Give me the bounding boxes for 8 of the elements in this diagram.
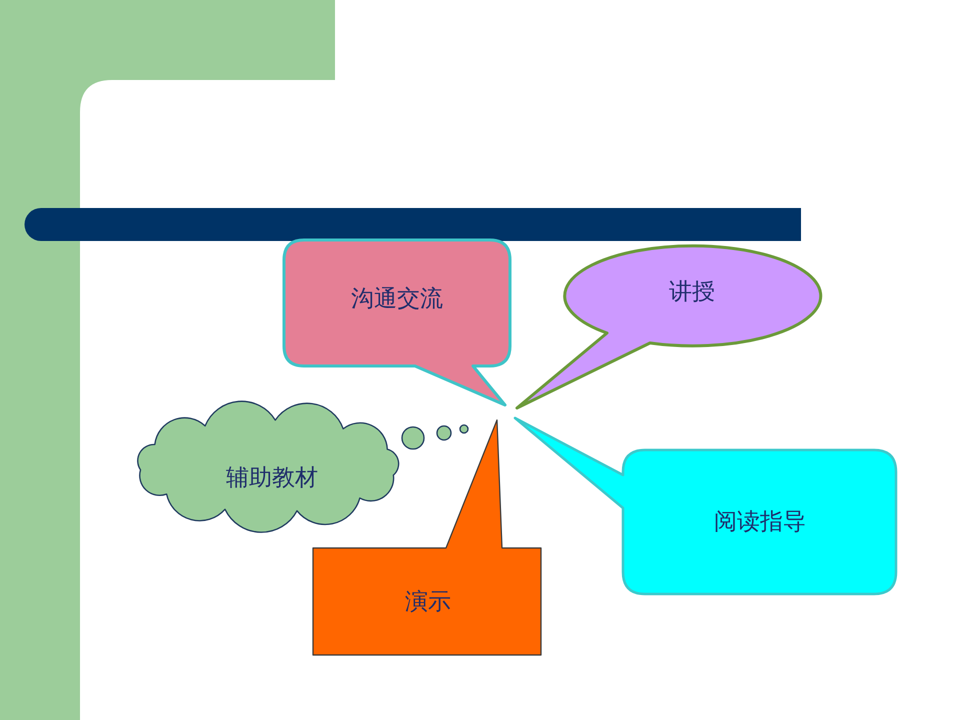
- callout-text: 沟通交流: [351, 286, 443, 314]
- speech-bubble: [513, 416, 899, 597]
- speech-bubble: [515, 242, 823, 410]
- callout-text: 讲授: [669, 279, 715, 307]
- callout-text: 阅读指导: [714, 509, 806, 537]
- speech-bubble: [281, 237, 513, 408]
- callout-text: 辅助教材: [226, 465, 318, 493]
- callout-text: 演示: [405, 589, 451, 617]
